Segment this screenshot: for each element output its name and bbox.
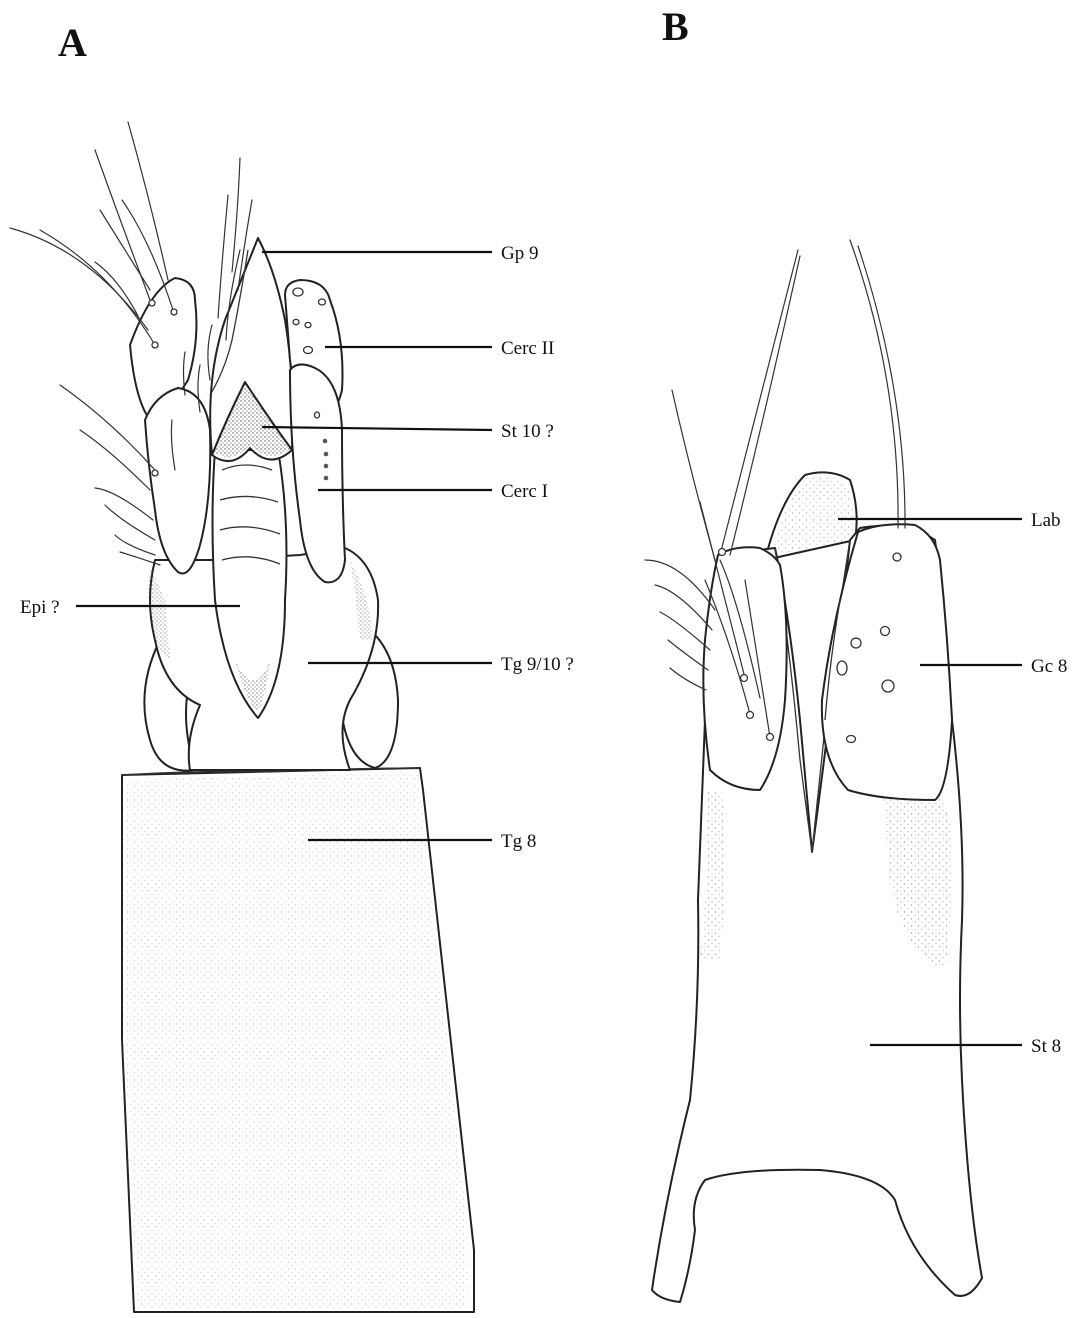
pore <box>881 627 890 636</box>
label-cerc1: Cerc I <box>501 481 548 502</box>
seta <box>100 210 150 290</box>
panel-a-letter: A <box>58 20 87 65</box>
seta-socket <box>719 549 726 556</box>
pore <box>293 319 299 324</box>
pore <box>319 299 326 305</box>
seta <box>208 325 212 380</box>
seta <box>655 585 712 630</box>
seta <box>218 195 228 318</box>
seta <box>672 390 715 560</box>
seta <box>95 488 153 520</box>
label-gp9: Gp 9 <box>501 243 538 264</box>
pore <box>882 680 894 692</box>
panel-b-letter: B <box>662 4 689 49</box>
seta-socket <box>152 342 158 348</box>
seta <box>105 505 155 540</box>
seta-socket <box>741 675 748 682</box>
panel-a-illustration <box>10 122 474 1312</box>
seta <box>10 228 148 330</box>
label-gc8: Gc 8 <box>1031 656 1067 677</box>
seta-socket <box>149 300 155 306</box>
seta <box>850 240 898 528</box>
seta-socket <box>767 734 774 741</box>
pore <box>837 661 847 675</box>
seta <box>120 552 160 565</box>
seta <box>660 612 710 650</box>
pore <box>293 288 303 296</box>
label-epi: Epi ? <box>20 597 60 618</box>
panel-b: B <box>645 4 1067 1302</box>
seta <box>670 668 706 690</box>
label-st10: St 10 ? <box>501 421 554 442</box>
pore <box>315 412 320 418</box>
seta <box>80 430 150 490</box>
panel-a: A <box>10 20 574 1312</box>
pore <box>304 347 313 354</box>
panel-b-illustration <box>645 240 982 1302</box>
seta-socket <box>747 712 754 719</box>
label-tg910: Tg 9/10 ? <box>501 654 574 675</box>
panel-b-labels: Lab Gc 8 St 8 <box>1031 510 1067 1057</box>
seta-socket <box>171 309 177 315</box>
seta <box>668 640 708 670</box>
pore <box>324 476 329 481</box>
pore <box>893 553 901 561</box>
pore <box>305 322 311 327</box>
pore <box>847 736 856 743</box>
label-lab: Lab <box>1031 510 1061 531</box>
cercus-1-right <box>290 364 345 582</box>
label-cerc2: Cerc II <box>501 338 554 359</box>
pore <box>324 452 329 457</box>
pore <box>851 638 861 648</box>
pore <box>324 464 329 469</box>
label-st8: St 8 <box>1031 1036 1061 1057</box>
seta-socket <box>152 470 158 476</box>
label-tg8: Tg 8 <box>501 831 536 852</box>
pore <box>323 439 328 444</box>
tergite-8-stipple <box>125 772 470 1308</box>
cercus-1-left <box>145 388 210 573</box>
